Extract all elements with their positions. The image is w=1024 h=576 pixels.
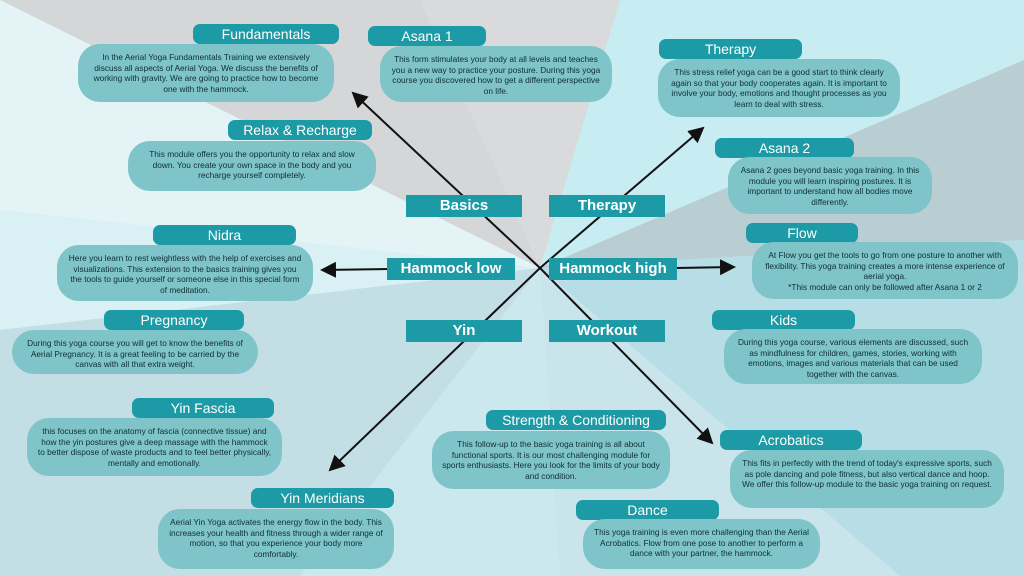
- flow-text: At Flow you get the tools to go from one…: [765, 250, 1005, 282]
- category-yin: Yin: [406, 320, 522, 342]
- asana2-title: Asana 2: [715, 138, 854, 158]
- therapy-description: This stress relief yoga can be a good st…: [658, 59, 900, 117]
- strength-conditioning-title: Strength & Conditioning: [486, 410, 666, 430]
- flow-note: *This module can only be followed after …: [788, 281, 982, 292]
- asana2-description: Asana 2 goes beyond basic yoga training.…: [728, 157, 932, 214]
- strength-conditioning-description: This follow-up to the basic yoga trainin…: [432, 431, 670, 489]
- dance-description: This yoga training is even more challeng…: [583, 519, 820, 569]
- relax-recharge-description: This module offers you the opportunity t…: [128, 141, 376, 191]
- category-hammock-high: Hammock high: [549, 258, 677, 280]
- pregnancy-title: Pregnancy: [104, 310, 244, 330]
- kids-title: Kids: [712, 310, 855, 330]
- nidra-title: Nidra: [153, 225, 296, 245]
- pregnancy-description: During this yoga course you will get to …: [12, 330, 258, 374]
- category-hammock-low: Hammock low: [387, 258, 515, 280]
- category-workout: Workout: [549, 320, 665, 342]
- category-basics: Basics: [406, 195, 522, 217]
- flow-title: Flow: [746, 223, 858, 243]
- nidra-description: Here you learn to rest weightless with t…: [57, 245, 313, 301]
- acrobatics-description: This fits in perfectly with the trend of…: [730, 450, 1004, 508]
- arrow-yin: [328, 267, 541, 472]
- fundamentals-title: Fundamentals: [193, 24, 339, 44]
- arrow-workout: [539, 267, 714, 445]
- flow-description: At Flow you get the tools to go from one…: [752, 242, 1018, 299]
- yin-meridians-description: Aerial Yin Yoga activates the energy flo…: [158, 509, 394, 569]
- asana1-description: This form stimulates your body at all le…: [380, 46, 612, 102]
- arrow-hammock-high: [675, 259, 736, 276]
- asana1-title: Asana 1: [368, 26, 486, 46]
- category-therapy: Therapy: [549, 195, 665, 217]
- fundamentals-description: In the Aerial Yoga Fundamentals Training…: [78, 44, 334, 102]
- yin-fascia-title: Yin Fascia: [132, 398, 274, 418]
- yin-fascia-description: this focuses on the anatomy of fascia (c…: [27, 418, 282, 476]
- relax-recharge-title: Relax & Recharge: [228, 120, 372, 140]
- therapy-title: Therapy: [659, 39, 802, 59]
- arrow-basics: [351, 91, 541, 269]
- kids-description: During this yoga course, various element…: [724, 329, 982, 384]
- acrobatics-title: Acrobatics: [720, 430, 862, 450]
- yin-meridians-title: Yin Meridians: [251, 488, 394, 508]
- dance-title: Dance: [576, 500, 719, 520]
- arrow-hammock-low: [320, 261, 389, 278]
